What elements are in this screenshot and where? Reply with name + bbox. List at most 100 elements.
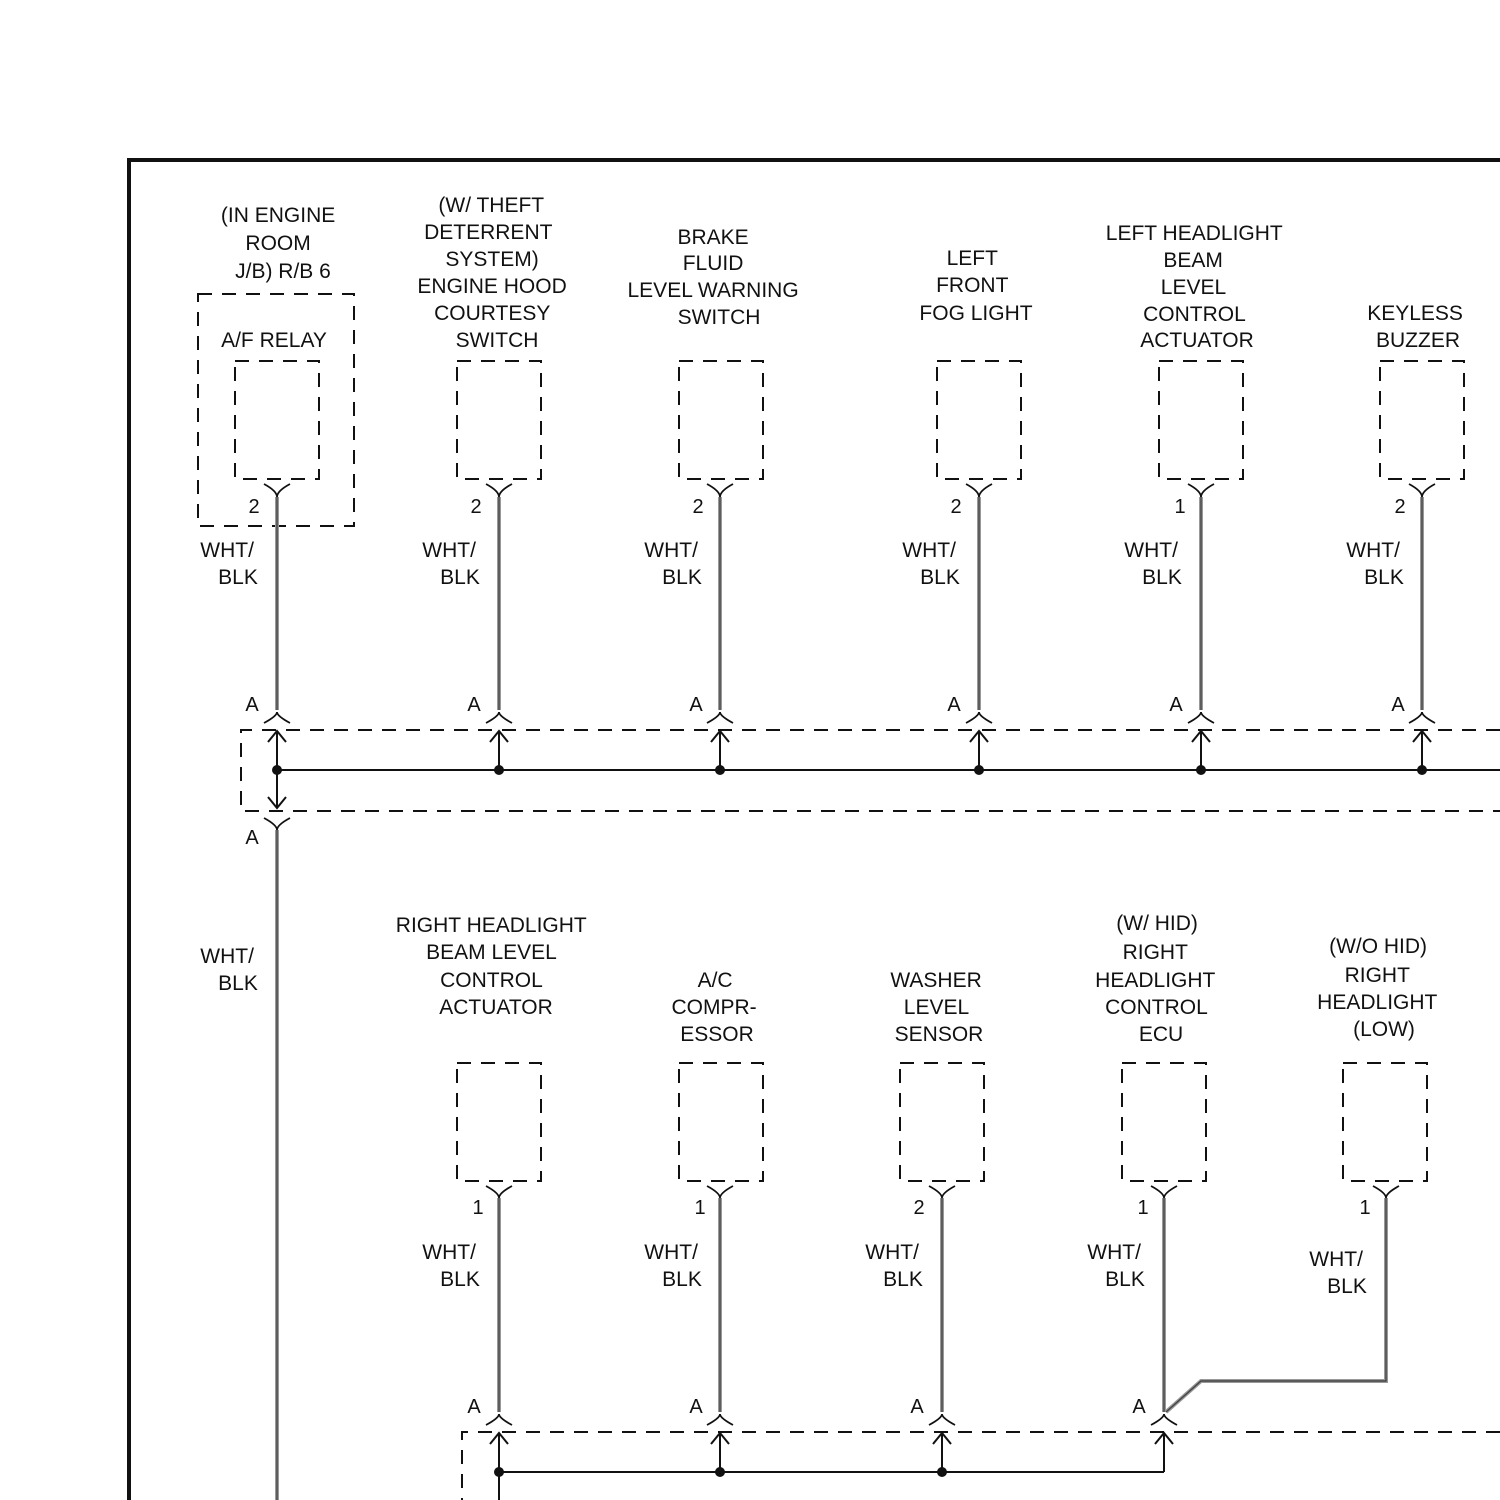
left-front-fog-light-splice-label: A <box>947 694 961 716</box>
component-af-relay: (IN ENGINE ROOM J/B) R/B 6 A/F RELAY 2 W… <box>200 204 341 723</box>
right-headlight-beam-level-control-actuator-connector-icon <box>486 1186 512 1198</box>
ac-compressor-wire-color: WHT/ BLK <box>644 1241 704 1291</box>
ac-compressor-label: A/C COMPR- ESSOR <box>671 969 762 1046</box>
top-splice-junction <box>272 765 282 775</box>
engine-hood-courtesy-switch-pin: 2 <box>470 496 481 518</box>
af-relay-wire-color: WHT/ BLK <box>200 539 260 589</box>
ac-compressor-connector-icon <box>707 1186 733 1198</box>
right-headlight-low-label: (W/O HID) RIGHT HEADLIGHT (LOW) <box>1317 935 1443 1041</box>
component-keyless-buzzer: KEYLESS BUZZER 2 WHT/ BLK A <box>1346 302 1469 723</box>
top-splice-junction <box>1417 765 1427 775</box>
keyless-buzzer-label: KEYLESS BUZZER <box>1367 302 1469 352</box>
engine-hood-courtesy-switch-splice-label: A <box>467 694 481 716</box>
washer-level-sensor-box <box>900 1063 984 1181</box>
brake-fluid-level-warning-switch-label: BRAKE FLUID LEVEL WARNING SWITCH <box>628 226 805 329</box>
top-splice-junction <box>494 765 504 775</box>
keyless-buzzer-box <box>1380 361 1464 479</box>
left-front-fog-light-pin: 2 <box>950 496 961 518</box>
brake-fluid-level-warning-switch-connector-icon <box>707 484 733 497</box>
right-headlight-low-connector-icon <box>1373 1186 1399 1198</box>
ac-compressor-box <box>679 1063 763 1181</box>
right-headlight-control-ecu-splice-connector-icon <box>1151 1414 1177 1425</box>
ac-compressor-splice-label: A <box>689 1396 703 1418</box>
engine-hood-courtesy-switch-connector-icon <box>486 484 512 497</box>
brake-fluid-level-warning-switch-splice-connector-icon <box>707 712 733 723</box>
af-relay-splice-connector-icon <box>264 712 290 723</box>
right-headlight-beam-level-control-actuator-box <box>457 1063 541 1181</box>
engine-hood-courtesy-switch-splice-connector-icon <box>486 712 512 723</box>
left-headlight-beam-level-control-actuator-wire-color: WHT/ BLK <box>1124 539 1184 589</box>
component-right-headlight-control-ecu: (W/ HID) RIGHT HEADLIGHT CONTROL ECU 1 W… <box>1087 912 1221 1425</box>
right-headlight-low-pin: 1 <box>1359 1197 1370 1219</box>
trunk-wire-group: A WHT/ BLK <box>200 818 290 1500</box>
top-splice-junction <box>715 765 725 775</box>
keyless-buzzer-splice-connector-icon <box>1409 712 1435 723</box>
right-headlight-low-wire <box>1166 1198 1386 1412</box>
brake-fluid-level-warning-switch-pin: 2 <box>692 496 703 518</box>
keyless-buzzer-wire-color: WHT/ BLK <box>1346 539 1406 589</box>
bottom-splice-junction <box>937 1467 947 1477</box>
washer-level-sensor-splice-connector-icon <box>929 1414 955 1425</box>
left-front-fog-light-box <box>937 361 1021 479</box>
left-front-fog-light-wire-color: WHT/ BLK <box>902 539 962 589</box>
top-splice-junction <box>1196 765 1206 775</box>
bottom-splice-outline <box>462 1432 1500 1500</box>
bottom-splice-block <box>462 1432 1500 1500</box>
af-relay-pin: 2 <box>248 496 259 518</box>
right-headlight-beam-level-control-actuator-splice-connector-icon <box>486 1414 512 1425</box>
component-washer-level-sensor: WASHER LEVEL SENSOR 2 WHT/ BLK A <box>865 969 987 1425</box>
trunk-connector-icon <box>264 818 290 830</box>
right-headlight-control-ecu-wire-color: WHT/ BLK <box>1087 1241 1147 1291</box>
ac-compressor-pin: 1 <box>694 1197 705 1219</box>
washer-level-sensor-connector-icon <box>929 1186 955 1198</box>
top-splice-junction <box>974 765 984 775</box>
right-headlight-beam-level-control-actuator-label: RIGHT HEADLIGHT BEAM LEVEL CONTROL ACTUA… <box>396 914 592 1019</box>
af-relay-location-label: (IN ENGINE ROOM J/B) R/B 6 <box>221 204 341 283</box>
right-headlight-control-ecu-box <box>1122 1063 1206 1181</box>
top-splice-block <box>241 730 1500 811</box>
left-front-fog-light-splice-connector-icon <box>966 712 992 723</box>
component-left-front-fog-light: LEFT FRONT FOG LIGHT 2 WHT/ BLK A <box>902 247 1033 723</box>
bottom-splice-junction <box>715 1467 725 1477</box>
right-headlight-beam-level-control-actuator-wire-color: WHT/ BLK <box>422 1241 482 1291</box>
right-headlight-control-ecu-connector-icon <box>1151 1186 1177 1198</box>
right-headlight-control-ecu-label: (W/ HID) RIGHT HEADLIGHT CONTROL ECU <box>1095 912 1221 1046</box>
diagram-frame <box>129 160 1500 1500</box>
right-headlight-control-ecu-splice-label: A <box>1132 1396 1146 1418</box>
washer-level-sensor-wire-color: WHT/ BLK <box>865 1241 925 1291</box>
component-left-headlight-beam-level-control-actuator: LEFT HEADLIGHT BEAM LEVEL CONTROL ACTUAT… <box>1106 222 1288 723</box>
keyless-buzzer-pin: 2 <box>1394 496 1405 518</box>
left-headlight-beam-level-control-actuator-connector-icon <box>1188 484 1214 497</box>
left-front-fog-light-connector-icon <box>966 484 992 497</box>
component-brake-fluid-level-warning-switch: BRAKE FLUID LEVEL WARNING SWITCH 2 WHT/ … <box>628 226 805 723</box>
left-headlight-beam-level-control-actuator-splice-label: A <box>1169 694 1183 716</box>
bottom-splice-arrows <box>490 1433 1173 1472</box>
left-headlight-beam-level-control-actuator-box <box>1159 361 1243 479</box>
keyless-buzzer-splice-label: A <box>1391 694 1405 716</box>
washer-level-sensor-splice-label: A <box>910 1396 924 1418</box>
trunk-splice-label: A <box>245 827 259 849</box>
bottom-splice-junction <box>494 1467 504 1477</box>
af-relay-connector-icon <box>264 484 290 497</box>
left-headlight-beam-level-control-actuator-splice-connector-icon <box>1188 712 1214 723</box>
washer-level-sensor-label: WASHER LEVEL SENSOR <box>890 969 987 1046</box>
brake-fluid-level-warning-switch-box <box>679 361 763 479</box>
engine-hood-courtesy-switch-box <box>457 361 541 479</box>
keyless-buzzer-connector-icon <box>1409 484 1435 497</box>
component-ac-compressor: A/C COMPR- ESSOR 1 WHT/ BLK A <box>644 969 763 1425</box>
af-relay-splice-label: A <box>245 694 259 716</box>
component-engine-hood-courtesy-switch: (W/ THEFT DETERRENT SYSTEM) ENGINE HOOD … <box>417 194 572 723</box>
left-headlight-beam-level-control-actuator-pin: 1 <box>1174 496 1185 518</box>
brake-fluid-level-warning-switch-splice-label: A <box>689 694 703 716</box>
af-relay-label: A/F RELAY <box>221 329 327 352</box>
right-headlight-low-wire-color: WHT/ BLK <box>1309 1248 1369 1298</box>
brake-fluid-level-warning-switch-wire-color: WHT/ BLK <box>644 539 704 589</box>
engine-hood-courtesy-switch-wire-color: WHT/ BLK <box>422 539 482 589</box>
af-relay-box <box>235 361 319 479</box>
right-headlight-beam-level-control-actuator-splice-label: A <box>467 1396 481 1418</box>
right-headlight-low-box <box>1343 1063 1427 1181</box>
washer-level-sensor-pin: 2 <box>913 1197 924 1219</box>
ac-compressor-splice-connector-icon <box>707 1414 733 1425</box>
component-right-headlight-beam-level-control-actuator: RIGHT HEADLIGHT BEAM LEVEL CONTROL ACTUA… <box>396 914 592 1425</box>
